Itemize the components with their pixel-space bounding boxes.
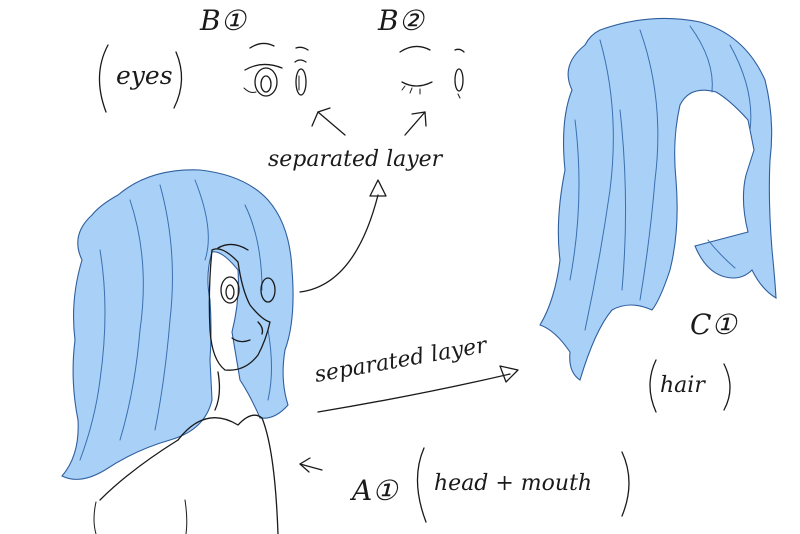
- character-head-drawing: [61, 169, 294, 534]
- brow-left: [249, 42, 275, 49]
- eye-left-outer: [254, 67, 278, 97]
- lash-left: [244, 63, 283, 71]
- eyes-label: eyes: [116, 61, 173, 90]
- head-mouth: [231, 337, 251, 343]
- layer-b1-label: B①: [199, 4, 248, 37]
- hair-paren-right: [723, 363, 731, 411]
- shoulder-right: [261, 417, 279, 534]
- head-eye-left: [220, 276, 240, 304]
- head-paren-right: [621, 451, 630, 517]
- eyes-closed-sketch: [399, 45, 465, 99]
- neck-line: [214, 371, 221, 411]
- eyes-paren-left: [98, 44, 109, 113]
- eyes-paren-right: [173, 51, 183, 109]
- separated-layer-label-mid: separated layer: [313, 333, 490, 388]
- brow-right: [295, 46, 309, 51]
- separated-layer-label-top: separated layer: [268, 147, 444, 172]
- hair-paren-left: [649, 359, 657, 413]
- arrow-to-b2: [404, 111, 426, 136]
- head-mouth-label: head + mouth: [434, 471, 592, 496]
- layer-b2-label: B②: [377, 4, 426, 37]
- eye-closed-right: [454, 68, 464, 92]
- brow-closed-right: [454, 48, 465, 53]
- head-eye-right: [260, 277, 276, 303]
- eyes-open-sketch: [243, 42, 309, 97]
- hair-layer-drawing: [539, 17, 777, 381]
- arrowhead-up: [369, 179, 387, 197]
- hair-on-head: [61, 169, 294, 480]
- arrow-to-head: [299, 463, 323, 471]
- face: [208, 248, 271, 371]
- arrow-to-b1: [317, 111, 346, 136]
- arrow-to-hair: [317, 373, 511, 413]
- collar: [177, 414, 263, 441]
- layer-c1-label: C①: [690, 308, 738, 341]
- head-brow: [217, 243, 249, 251]
- lash-right: [294, 59, 307, 63]
- hair-only: [539, 17, 777, 381]
- head-nose: [257, 321, 264, 335]
- brow-closed-left: [399, 45, 431, 53]
- eye-right-outer: [295, 68, 307, 96]
- hair-label: hair: [660, 373, 706, 398]
- eye-left-pupil: [260, 75, 272, 93]
- arrowhead-right: [499, 365, 519, 383]
- closed-lid-left: [401, 81, 433, 87]
- head-paren-left: [416, 447, 427, 523]
- layer-a1-label: A①: [349, 474, 399, 507]
- eyes-label-group: eyes: [98, 44, 183, 113]
- shoulder-left: [99, 439, 179, 501]
- arrow-head-to-eyes: [299, 194, 379, 293]
